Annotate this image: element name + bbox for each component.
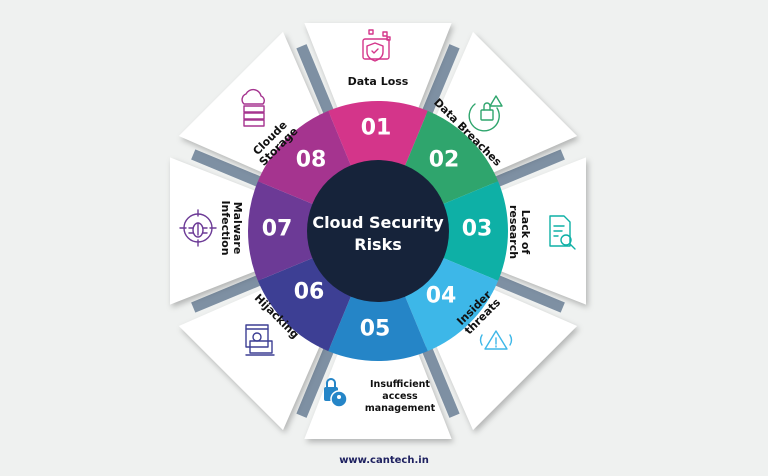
panel-divider — [420, 44, 460, 118]
lock-warning-icon — [468, 95, 503, 132]
label-malware: Malware — [231, 202, 244, 255]
label-insufficient: Insufficient — [370, 379, 430, 390]
panel-divider — [491, 149, 565, 189]
panel-divider — [491, 273, 565, 313]
label-data-loss: Data Loss — [348, 75, 409, 88]
lock-user-gear-icon — [324, 378, 348, 408]
segment-number-01: 01 — [361, 116, 392, 141]
ring-segment-07 — [248, 181, 314, 281]
segment-number-05: 05 — [360, 317, 391, 342]
ring-segment-05 — [328, 295, 428, 361]
center-title-line1: Cloud Security — [312, 213, 444, 232]
shield-folder-icon — [362, 29, 391, 62]
label-access: access — [382, 391, 418, 402]
document-search-icon — [549, 215, 576, 250]
ring-segment-03 — [442, 181, 508, 281]
label-lack-of: Lack of — [519, 210, 532, 255]
panel-divider — [296, 344, 336, 418]
segment-number-03: 03 — [462, 217, 493, 242]
bug-target-icon — [179, 209, 217, 247]
label-infection: Infection — [219, 200, 232, 255]
ring-segment-01 — [328, 101, 428, 167]
segment-number-04: 04 — [426, 284, 457, 309]
panel-divider — [296, 44, 336, 118]
panel-divider — [420, 344, 460, 418]
warning-alarm-icon — [479, 330, 513, 350]
cloud-server-icon — [241, 88, 265, 127]
segment-number-06: 06 — [294, 280, 325, 305]
panel-divider — [191, 273, 265, 313]
center-title-line2: Risks — [354, 235, 402, 254]
hacker-laptop-icon — [245, 324, 275, 356]
center-circle — [307, 160, 449, 302]
label-research: research — [507, 205, 520, 259]
segment-number-08: 08 — [296, 148, 327, 173]
footer-url: www.cantech.in — [339, 455, 429, 466]
label-management: management — [365, 403, 436, 414]
segment-number-07: 07 — [262, 217, 293, 242]
segment-number-02: 02 — [429, 148, 460, 173]
panel-divider — [191, 149, 265, 189]
